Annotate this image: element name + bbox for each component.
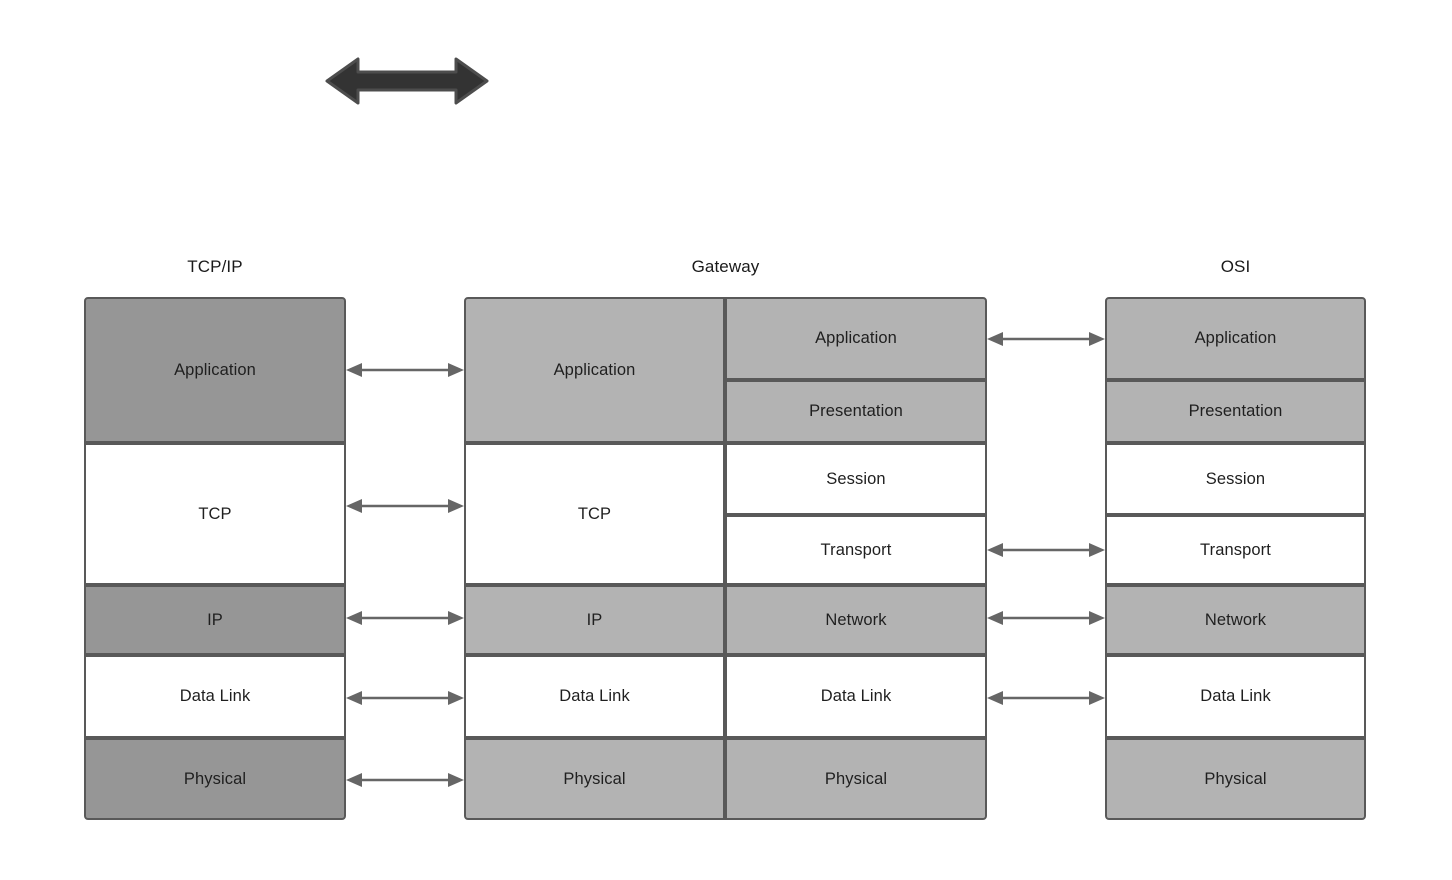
osi-layer-session: Session [1105,443,1366,515]
column-title-tcpip: TCP/IP [187,257,243,276]
connector-tcpip-gateway-physical [346,773,464,787]
gateway-left-layer-physical: Physical [464,738,725,820]
tcpip-layer-physical: Physical [84,738,346,820]
tcpip-layer-application: Application [84,297,346,443]
osi-layer-data-link: Data Link [1105,655,1366,738]
gateway-right-layer-transport: Transport [725,515,987,585]
connector-gateway-osi-transport [987,543,1105,557]
osi-layer-transport: Transport [1105,515,1366,585]
connector-tcpip-gateway-ip [346,611,464,625]
gateway-right-layer-network: Network [725,585,987,655]
gateway-left-layer-ip: IP [464,585,725,655]
osi-layer-presentation: Presentation [1105,380,1366,443]
column-title-osi: OSI [1220,257,1251,276]
connector-gateway-osi-application [987,332,1105,346]
gateway-right-layer-application: Application [725,297,987,380]
gateway-right-layer-presentation: Presentation [725,380,987,443]
gateway-right-layer-session: Session [725,443,987,515]
connector-tcpip-gateway-data-link [346,691,464,705]
connector-gateway-osi-data-link [987,691,1105,705]
osi-layer-network: Network [1105,585,1366,655]
connector-gateway-osi-network [987,611,1105,625]
tcpip-layer-ip: IP [84,585,346,655]
bidirectional-arrow-icon [325,57,489,105]
tcpip-layer-data-link: Data Link [84,655,346,738]
gateway-left-layer-tcp: TCP [464,443,725,585]
gateway-right-layer-physical: Physical [725,738,987,820]
osi-layer-physical: Physical [1105,738,1366,820]
gateway-left-layer-data-link: Data Link [464,655,725,738]
gateway-right-layer-data-link: Data Link [725,655,987,738]
osi-layer-application: Application [1105,297,1366,380]
connector-tcpip-gateway-application [346,363,464,377]
column-title-gateway: Gateway [691,257,760,276]
tcpip-layer-tcp: TCP [84,443,346,585]
gateway-left-layer-application: Application [464,297,725,443]
connector-tcpip-gateway-tcp [346,499,464,513]
